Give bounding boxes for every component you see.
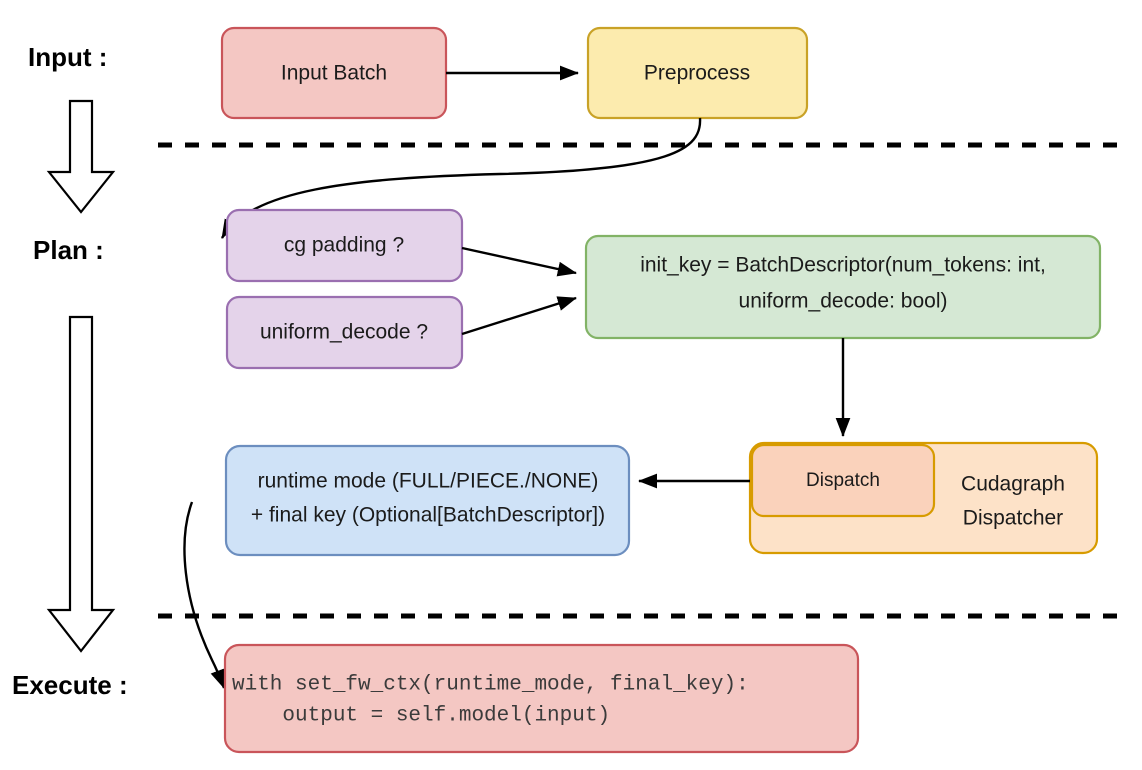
node-execute-code-line2: output = self.model(input) (232, 705, 610, 728)
node-execute-code-line1: with set_fw_ctx(runtime_mode, final_key)… (232, 674, 749, 697)
edge-cg-padding-to-init-key (461, 246, 577, 277)
node-runtime-mode-line1: runtime mode (FULL/PIECE./NONE) (258, 470, 599, 493)
node-init-key-line1: init_key = BatchDescriptor(num_tokens: i… (640, 254, 1046, 277)
node-cudagraph-dispatcher-line1: Cudagraph (961, 473, 1065, 496)
node-preprocess[interactable] (586, 26, 809, 120)
node-runtime-mode[interactable] (224, 444, 631, 557)
stage-label-input: Input : (28, 42, 107, 72)
edge-uniform-decode-to-init-key (461, 296, 577, 336)
node-uniform-decode-label: uniform_decode ? (260, 321, 428, 344)
node-preprocess-label: Preprocess (644, 62, 750, 85)
node-cg-padding-label: cg padding ? (284, 234, 404, 257)
stage-label-execute: Execute : (12, 670, 128, 700)
edge-preprocess-to-cg-padding (220, 117, 702, 239)
node-init-key[interactable] (584, 234, 1102, 340)
node-cudagraph-dispatcher-line2: Dispatcher (963, 507, 1063, 530)
node-dispatch-label: Dispatch (806, 470, 880, 491)
node-init-key-line2: uniform_decode: bool) (739, 290, 948, 313)
input-to-plan-big-arrow (46, 99, 116, 214)
node-dispatch[interactable] (750, 443, 936, 518)
node-runtime-mode-line2: + final key (Optional[BatchDescriptor]) (251, 504, 605, 527)
stage-label-plan: Plan : (33, 235, 104, 265)
edge-runtime-mode-to-execute-code (183, 501, 226, 689)
node-uniform-decode[interactable] (225, 295, 464, 370)
plan-to-execute-big-arrow (46, 315, 116, 653)
node-input-batch-label: Input Batch (281, 62, 387, 85)
node-cg-padding[interactable] (225, 208, 464, 283)
node-execute-code[interactable] (223, 643, 860, 754)
